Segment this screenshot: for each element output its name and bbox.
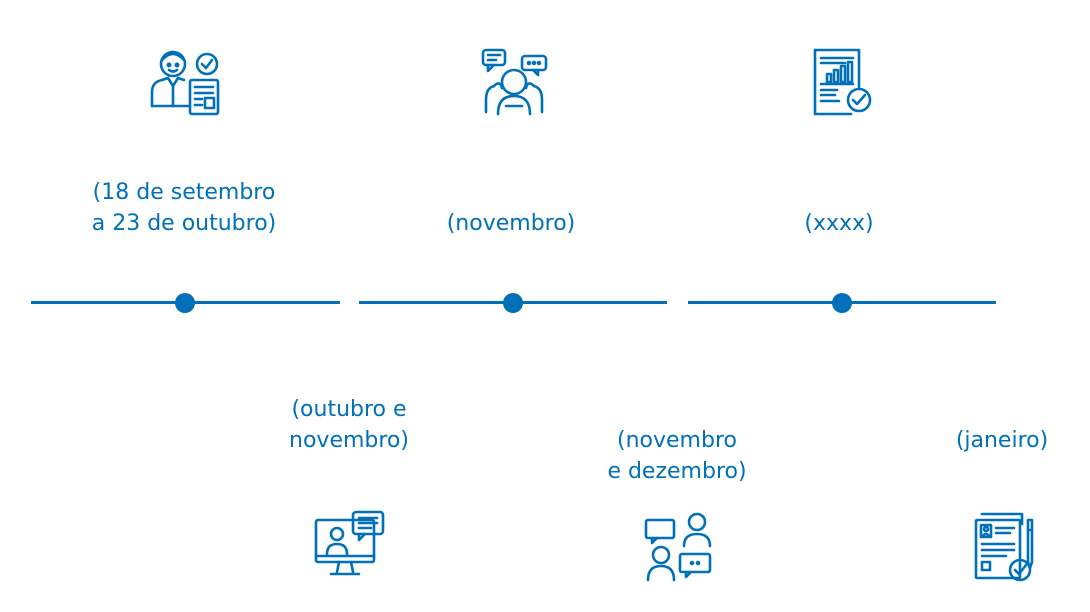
stage-5-label: (xxxx) [804, 208, 873, 239]
stage-4-label-line-2: e dezembro) [607, 459, 747, 484]
stage-4-label: (novembro e dezembro) [607, 425, 746, 487]
report-chart-check-icon [807, 44, 881, 118]
stage-6-label: (janeiro) [956, 425, 1048, 456]
stage-3-label-line-1: (novembro) [446, 211, 576, 236]
group-discussion-icon [478, 44, 552, 118]
stage-6-label-line-1: (janeiro) [955, 428, 1049, 453]
stage-1-label: (18 de setembro a 23 de outubro) [92, 177, 277, 239]
stage-4-label-line-1: (novembro [617, 428, 737, 453]
stage-1-label-line-1: (18 de setembro [92, 180, 276, 205]
stage-2-label-line-2: novembro) [289, 428, 409, 453]
person-document-check-icon [148, 44, 222, 118]
timeline-dot-1 [175, 293, 195, 313]
stage-2-label-line-1: (outubro e [291, 397, 407, 422]
stage-2-label: (outubro e novembro) [289, 394, 409, 456]
stage-5-label-line-1: (xxxx) [804, 211, 874, 236]
timeline-dot-3 [832, 293, 852, 313]
stage-1-label-line-2: a 23 de outubro) [91, 211, 277, 236]
online-meeting-chat-icon [313, 510, 387, 584]
stage-3-label: (novembro) [447, 208, 576, 239]
signed-document-icon [970, 510, 1044, 584]
people-conversation-icon [642, 510, 716, 584]
timeline-dot-2 [503, 293, 523, 313]
